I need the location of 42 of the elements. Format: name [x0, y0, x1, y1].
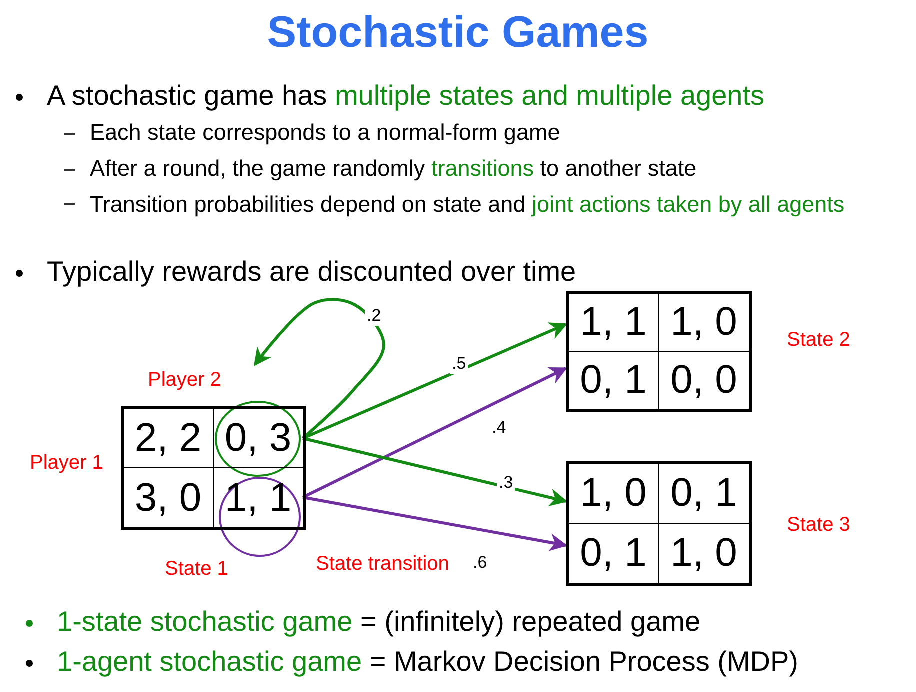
bullet-text: transitions	[431, 156, 534, 181]
bullet-text: = (infinitely) repeated game	[360, 606, 701, 637]
bullet-text: multiple states and multiple agents	[334, 80, 765, 111]
transition-arrow	[302, 437, 568, 506]
bullet-text: Each state corresponds to a normal-form game	[90, 120, 560, 145]
payoff-cell: 2, 2	[124, 409, 214, 468]
matrix-label: Player 1	[30, 452, 104, 475]
payoff-matrix	[566, 291, 752, 412]
payoff-cell: 0, 1	[569, 352, 659, 409]
bullet-text: 1-state stochastic game	[57, 606, 353, 637]
payoff-cell: 1, 0	[659, 294, 749, 352]
payoff-cell: 0, 0	[659, 352, 749, 409]
payoff-cell: 1, 1	[569, 294, 659, 352]
bullet-text: 1-agent stochastic game	[57, 646, 362, 677]
transition-arrow	[302, 322, 568, 440]
matrix-label: State 3	[787, 514, 850, 537]
bullet-text: After a round, the game randomly	[90, 156, 426, 181]
payoff-cell: 1, 0	[569, 464, 659, 524]
transition-arrow	[302, 367, 568, 499]
bullet-text: Transition probabilities depend on state and	[90, 192, 526, 217]
edge-label: .3	[497, 473, 516, 493]
matrix-label: State 1	[165, 558, 228, 581]
diagram-label: State transition	[316, 553, 450, 576]
payoff-cell: 0, 1	[659, 464, 749, 524]
payoff-cell: 0, 1	[569, 524, 659, 583]
matrix-label: Player 2	[148, 369, 222, 392]
bullet-text: = Markov Decision Process (MDP)	[370, 646, 798, 677]
bullet-text: A stochastic game has	[47, 80, 328, 111]
bullet-text: joint actions taken by all agents	[532, 192, 845, 217]
payoff-cell: 1, 0	[659, 524, 749, 583]
payoff-cell: 1, 1	[214, 468, 303, 527]
edge-label: .2	[365, 306, 384, 326]
bullet-text: to another state	[540, 156, 697, 181]
bullet-text: Typically rewards are discounted over time	[47, 256, 576, 287]
payoff-cell: 3, 0	[124, 468, 214, 527]
payoff-matrix	[121, 406, 306, 530]
matrix-label: State 2	[787, 329, 850, 352]
payoff-matrix	[566, 461, 752, 586]
edge-label: .5	[450, 354, 468, 374]
slide-title: Stochastic Games	[266, 8, 650, 58]
payoff-cell: 0, 3	[214, 409, 303, 468]
transition-arrow	[254, 298, 386, 440]
